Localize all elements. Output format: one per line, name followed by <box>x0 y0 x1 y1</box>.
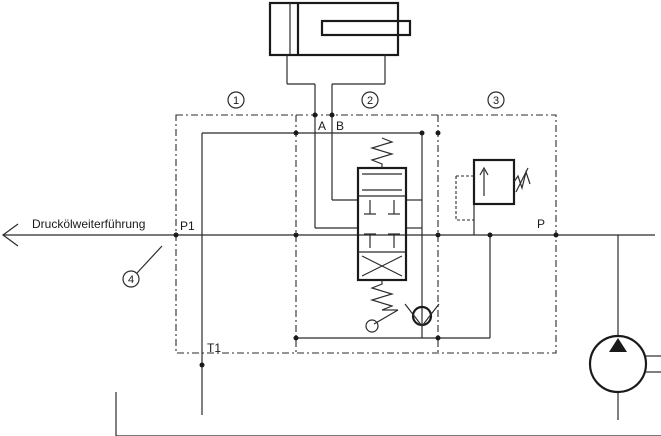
junction-dots <box>173 112 559 368</box>
svg-text:3: 3 <box>493 95 499 107</box>
directional-valve <box>356 137 408 333</box>
hydraulic-cylinder <box>268 1 412 85</box>
check-valve <box>404 303 440 327</box>
svg-text:1: 1 <box>233 95 239 107</box>
port-a-label: A <box>318 119 326 133</box>
hydraulic-lines <box>1 84 661 436</box>
svg-text:2: 2 <box>367 95 373 107</box>
port-b-label: B <box>336 119 344 133</box>
port-p-label: P <box>537 217 545 231</box>
outlet-label: Druckölweiterführung <box>32 217 145 231</box>
port-t1-label: T1 <box>207 341 221 355</box>
section-marker-3: 3 <box>487 91 505 109</box>
pressure-relief-valve <box>455 158 531 221</box>
section-marker-1: 1 <box>227 91 245 109</box>
outlet-marker-4: 4 <box>122 245 163 288</box>
port-p1-label: P1 <box>180 219 195 233</box>
hydraulic-pump <box>588 334 661 394</box>
section-marker-2: 2 <box>361 91 379 109</box>
svg-text:4: 4 <box>128 274 134 286</box>
